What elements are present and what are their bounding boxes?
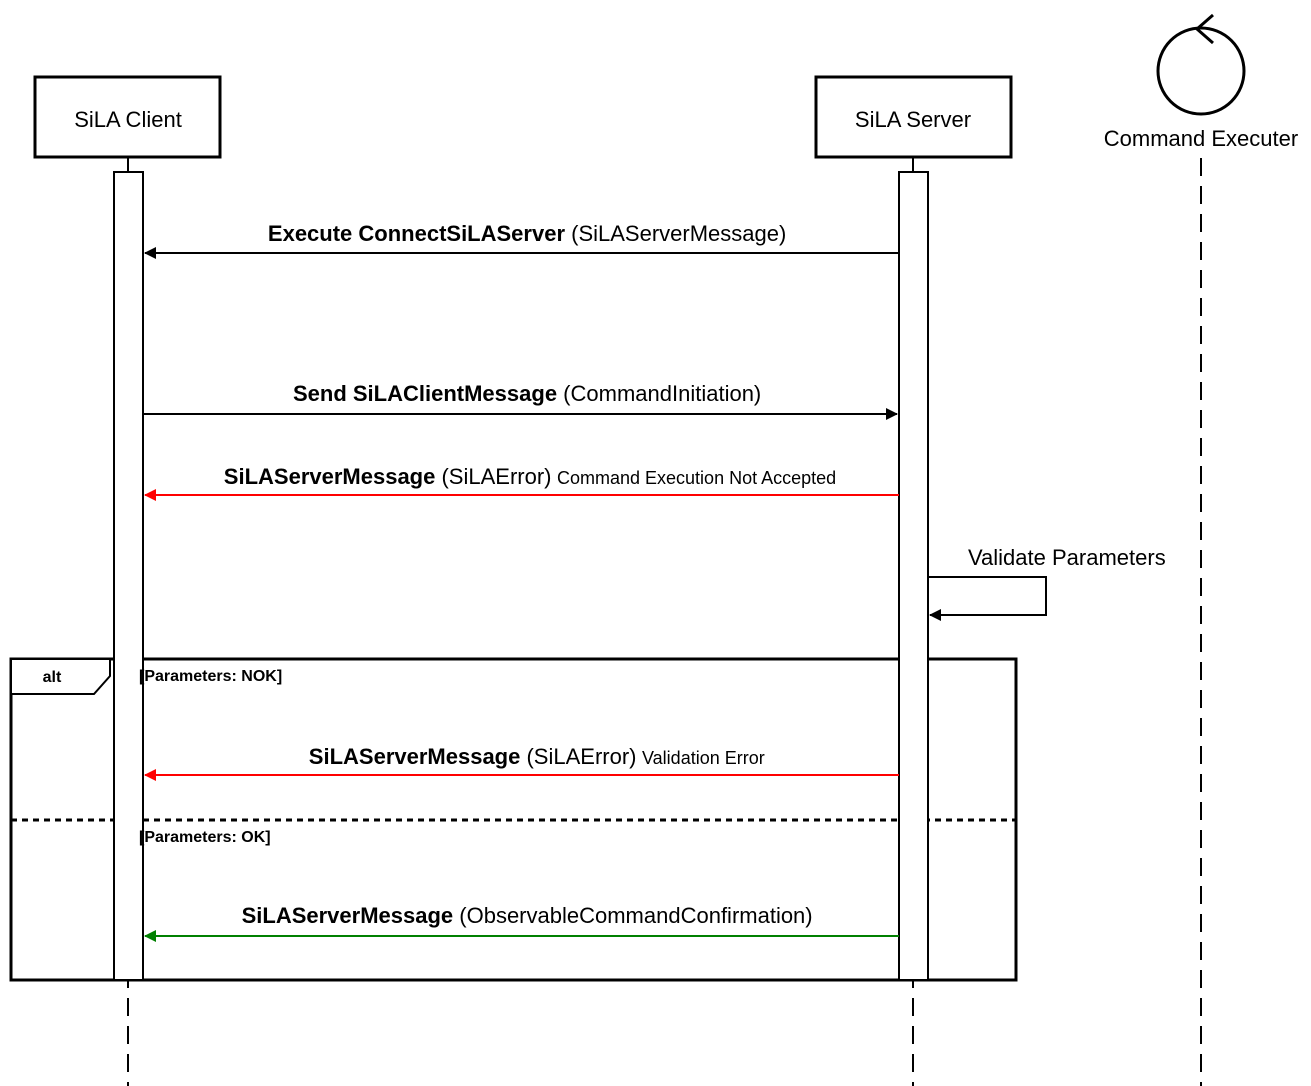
message-execute-connect-type: (SiLAServerMessage) [565, 221, 786, 246]
svg-text:SiLAServerMessage (SiLAError): SiLAServerMessage (SiLAError) [266, 744, 667, 769]
message-send-client-message: Send SiLAClientMessage (CommandInitiatio… [143, 381, 898, 420]
message-confirmation: SiLAServerMessage (ObservableCommandConf… [144, 903, 899, 942]
message-validation-error-note: Validation Error [642, 748, 765, 768]
svg-text:SiLAServerMessage (ObservableC: SiLAServerMessage (ObservableCommandConf… [199, 903, 843, 928]
participant-client-label: SiLA Client [74, 107, 182, 132]
guard-nok: [Parameters: NOK] [139, 668, 282, 685]
server-activation-bar [898, 171, 929, 981]
message-execute-connect: Execute ConnectSiLAServer (SiLAServerMes… [144, 221, 899, 259]
participant-server-label: SiLA Server [855, 107, 971, 132]
control-circle-icon [1156, 26, 1246, 116]
message-confirmation-type: (ObservableCommandConfirmation) [453, 903, 812, 928]
message-validation-error: SiLAServerMessage (SiLAError) Validation… [144, 744, 899, 781]
self-message-validate-label: Validate Parameters [968, 545, 1166, 570]
message-validation-error-type: (SiLAError) [520, 744, 636, 769]
participant-executer-label: Command Executer [1104, 126, 1298, 151]
svg-text:SiLAServerMessage (SiLAError): SiLAServerMessage (SiLAError) [181, 464, 582, 489]
alt-frame: alt [9, 657, 1018, 982]
participant-server: SiLA Server [814, 75, 1013, 159]
message-send-client-message-type: (CommandInitiation) [557, 381, 761, 406]
guard-ok: [Parameters: OK] [139, 829, 271, 846]
message-validation-error-bold: SiLAServerMessage [309, 744, 521, 769]
client-activation-bar [113, 171, 144, 981]
message-execute-connect-bold: Execute ConnectSiLAServer [268, 221, 566, 246]
self-message-validate: Validate Parameters [928, 545, 1166, 621]
control-arrow-icon [1194, 13, 1214, 45]
message-error-not-accepted: SiLAServerMessage (SiLAError) Command Ex… [144, 464, 899, 501]
message-error-not-accepted-bold: SiLAServerMessage [224, 464, 436, 489]
message-send-client-message-bold: Send SiLAClientMessage [293, 381, 557, 406]
svg-text:Execute ConnectSiLAServer (SiL: Execute ConnectSiLAServer (SiLAServerMes… [225, 221, 817, 246]
message-confirmation-bold: SiLAServerMessage [242, 903, 454, 928]
message-error-not-accepted-note: Command Execution Not Accepted [557, 468, 836, 488]
message-error-not-accepted-type: (SiLAError) [435, 464, 551, 489]
alt-frame-tab [10, 658, 111, 695]
participant-executer: Command Executer [1104, 13, 1298, 151]
participant-client: SiLA Client [33, 75, 222, 159]
svg-text:Send SiLAClientMessage (Comman: Send SiLAClientMessage (CommandInitiatio… [250, 381, 792, 406]
alt-frame-label: alt [43, 669, 62, 686]
